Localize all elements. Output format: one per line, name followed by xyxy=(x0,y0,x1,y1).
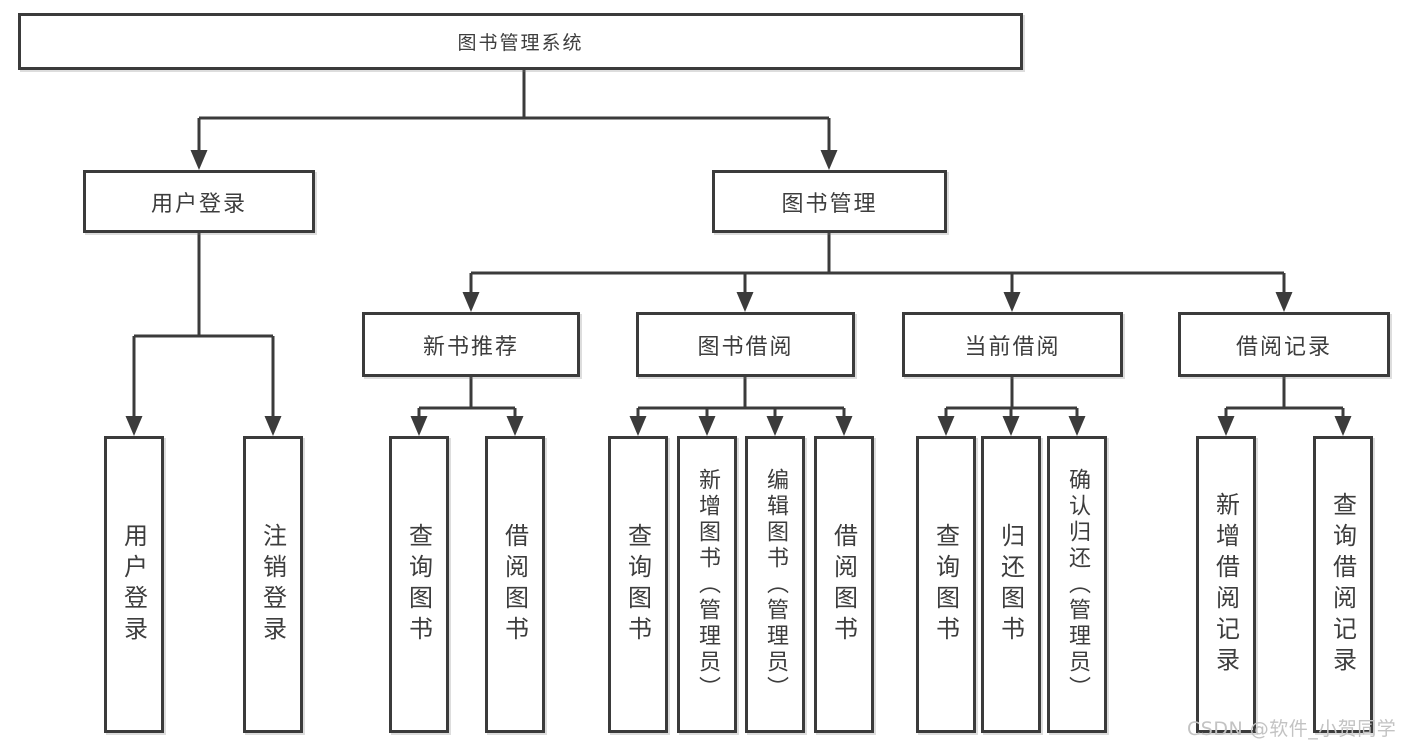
csdn-watermark: CSDN @软件_小贺同学 xyxy=(1187,718,1397,740)
arrowhead xyxy=(1275,292,1293,312)
arrowhead xyxy=(937,416,955,436)
arrowhead xyxy=(125,416,143,436)
arrowhead xyxy=(1217,416,1235,436)
node-user-login: 用户登录 xyxy=(83,170,315,233)
arrowhead xyxy=(766,416,784,436)
arrowhead xyxy=(820,150,838,170)
connector-userlogin-to-leaves xyxy=(132,233,275,417)
leaf-query-books: 查询图书 xyxy=(389,436,449,733)
arrowhead xyxy=(1002,416,1020,436)
connector-bookmgmt-to-level3 xyxy=(469,233,1286,294)
arrowhead xyxy=(629,416,647,436)
arrowhead xyxy=(698,416,716,436)
leaf-edit-book-admin: 编辑图书（管理员） xyxy=(745,436,805,733)
arrowhead xyxy=(736,292,754,312)
leaf-query-books-3: 查询图书 xyxy=(916,436,976,733)
arrowhead xyxy=(1068,416,1086,436)
arrowhead xyxy=(835,416,853,436)
leaf-borrow-books: 借阅图书 xyxy=(485,436,545,733)
arrowhead xyxy=(506,416,524,436)
connector-borrowrecords-to-leaves xyxy=(1224,377,1345,418)
arrowhead xyxy=(1003,292,1021,312)
leaf-logout: 注销登录 xyxy=(243,436,303,733)
arrowhead xyxy=(190,150,208,170)
leaf-add-book-admin: 新增图书（管理员） xyxy=(677,436,737,733)
leaf-user-login: 用户登录 xyxy=(104,436,164,733)
leaf-add-borrow-record: 新增借阅记录 xyxy=(1196,436,1256,733)
leaf-query-books-2: 查询图书 xyxy=(608,436,668,733)
node-borrowing-records: 借阅记录 xyxy=(1178,312,1390,377)
connector-newbooks-to-leaves xyxy=(417,377,517,418)
leaf-query-borrow-record: 查询借阅记录 xyxy=(1313,436,1373,733)
node-new-book-recommendation: 新书推荐 xyxy=(362,312,580,377)
leaf-confirm-return-admin: 确认归还（管理员） xyxy=(1047,436,1107,733)
arrowhead xyxy=(264,416,282,436)
node-current-borrowing: 当前借阅 xyxy=(902,312,1123,377)
connector-bookborrow-to-leaves xyxy=(636,377,846,418)
arrowhead xyxy=(1334,416,1352,436)
node-book-management: 图书管理 xyxy=(712,170,947,233)
connector-root-to-level2 xyxy=(197,69,831,152)
node-book-borrowing: 图书借阅 xyxy=(636,312,855,377)
leaf-borrow-books-2: 借阅图书 xyxy=(814,436,874,733)
node-library-management-system: 图书管理系统 xyxy=(18,13,1023,70)
arrowhead xyxy=(410,416,428,436)
leaf-return-book: 归还图书 xyxy=(981,436,1041,733)
connector-currentborrow-to-leaves xyxy=(944,377,1079,418)
arrowhead xyxy=(462,292,480,312)
